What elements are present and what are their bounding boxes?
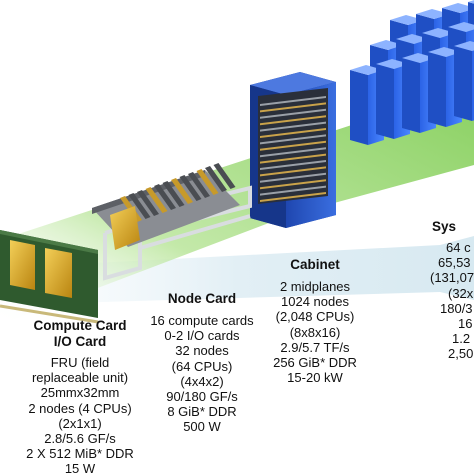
system-title: Sys [432,219,457,234]
cabinet-board [260,121,326,132]
node-card-fin [196,169,219,195]
node-card-spec: 500 W [183,419,221,435]
cabinet-board [260,185,326,196]
cabinet-image [250,72,336,228]
system-spec: (131,07 [430,270,474,286]
node-card-fin [154,184,176,210]
node-card-title: Node Card [167,291,237,306]
node-card-spec: 8 GiB* DDR [167,404,237,420]
compute-card-label: Compute Card I/O Card FRU (field replace… [10,318,150,474]
compute-card-image [0,230,99,324]
node-card-fin [137,190,159,216]
compute-card-spec: replaceable unit) [31,370,129,386]
system-spec: 2,50 [448,346,474,362]
cabinet-board [260,160,326,170]
node-card-label: Node Card 16 compute cards 0-2 I/O cards… [142,291,262,435]
cabinet-title: Cabinet [290,257,340,272]
node-card-spec: 32 nodes [175,343,229,359]
cabinet-label: Cabinet 2 midplanes 1024 nodes (2,048 CP… [260,257,370,385]
compute-card-spec: 2 X 512 MiB* DDR [26,446,134,462]
node-card-fin [128,193,151,219]
system-spec: 1.2 [452,331,471,347]
compute-card-spec: 15 W [64,461,96,474]
compute-card-spec: FRU (field [50,355,110,370]
compute-card-spec: (2x1x1) [58,415,102,431]
cabinet-board [260,128,326,138]
system-spec: 64 c [446,240,471,255]
cabinet-board [260,134,326,145]
system-label: Sys 64 c 65,53 (131,07 (32x 180/3 16 1.2… [418,219,474,362]
node-card-spec: 90/180 GF/s [166,389,238,405]
compute-card-spec: 2 nodes (4 CPUs) [28,400,132,416]
cabinet-board [260,153,326,164]
compute-card-title-2: I/O Card [53,334,107,349]
compute-card-spec: 25mmx32mm [40,385,120,401]
cabinet-board [260,192,326,202]
node-card-spec: (64 CPUs) [171,358,233,374]
cabinet-board [260,140,326,151]
compute-card-spec: 2.8/5.6 GF/s [44,431,116,447]
cabinet-board [260,179,326,190]
flow-arrow [0,236,474,305]
node-card-spec: 16 compute cards [150,313,254,328]
node-card-fin [213,163,236,189]
node-card-fin [171,178,193,204]
node-card-fin [162,181,185,207]
cabinet-board [260,115,326,126]
system-spec: 16 [458,316,473,332]
cabinet-spec: (2,048 CPUs) [275,309,355,325]
cabinet-board [260,147,326,158]
compute-card-title-1: Compute Card [33,318,127,333]
cabinet-spec: (8x8x16) [289,324,341,340]
node-card-fin [205,166,227,192]
cabinet-spec: 15-20 kW [287,370,343,386]
node-card-spec: 0-2 I/O cards [164,328,240,344]
system-spec: (32x [448,285,474,301]
cabinet-spec: 2.9/5.7 TF/s [280,339,350,355]
cabinet-board [260,96,326,106]
cabinet-board [260,172,326,183]
cabinet-board [260,108,326,119]
cabinet-board [260,102,326,113]
node-card-fin [179,175,202,201]
node-card-fin [188,172,210,198]
cabinet-spec: 256 GiB* DDR [273,355,357,371]
cabinet-spec: 2 midplanes [279,279,351,294]
cabinet-board [260,166,326,177]
node-card-image [92,163,240,250]
system-spec: 65,53 [438,255,471,271]
system-racks [350,0,474,145]
node-card-fin [145,187,168,213]
cabinet-spec: 1024 nodes [281,294,349,310]
node-card-spec: (4x4x2) [180,373,224,389]
system-spec: 180/3 [440,300,473,316]
